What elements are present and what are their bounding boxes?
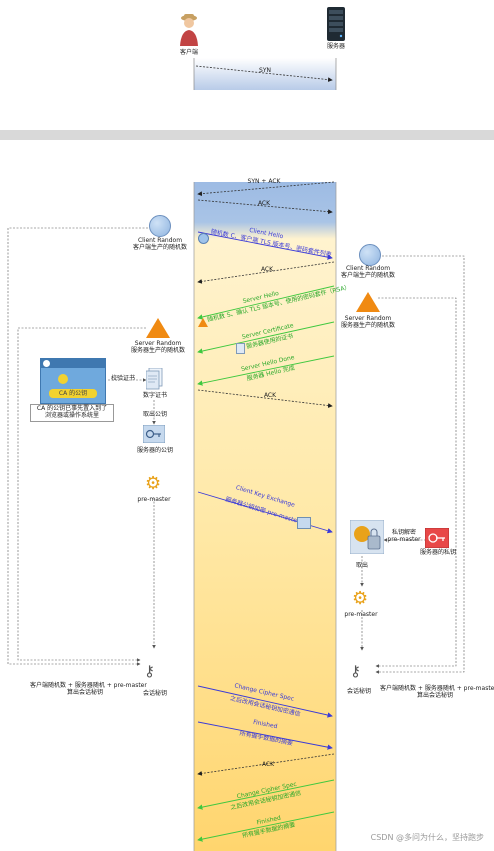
right-client-random-title: Client Random xyxy=(345,265,391,272)
ca-card: CA 的公钥 xyxy=(40,358,106,404)
left-premaster-label: pre-master xyxy=(137,496,171,503)
right-client-random-globe-icon xyxy=(359,244,381,266)
right-client-random-desc: 客户端生产的随机数 xyxy=(340,272,395,279)
left-client-random-title: Client Random xyxy=(137,237,183,244)
right-server-privkey-label: 服务器的私钥 xyxy=(419,549,456,556)
ca-key-icon xyxy=(58,374,68,384)
server-private-key-icon xyxy=(425,528,449,548)
left-session-formula-2: 算出会话秘钥 xyxy=(66,689,103,696)
right-server-random-title: Server Random xyxy=(344,315,392,322)
finished-client-arrow xyxy=(197,721,333,750)
ack4-label: ACK xyxy=(261,761,275,768)
server-hello-done-arrow xyxy=(197,355,335,386)
left-session-keys-icon: ⚷ xyxy=(144,662,155,680)
syn-label: SYN xyxy=(259,67,271,74)
left-premaster-gear-icon: ⚙ xyxy=(145,473,162,494)
ack2-arrow xyxy=(197,261,335,284)
client-random-mini-icon xyxy=(198,233,209,244)
ack3-arrow xyxy=(197,389,333,408)
ca-pubkey-label: CA 的公钥 xyxy=(49,389,97,398)
server-random-triangle-icon xyxy=(146,318,170,338)
syn-ack-arrow xyxy=(197,181,335,197)
left-server-pubkey-label: 服务器的公钥 xyxy=(136,447,173,454)
syn-arrow xyxy=(195,65,333,82)
finished-server-arrow xyxy=(197,811,335,842)
top-column xyxy=(194,58,336,90)
verify-cert-label: 校验证书 xyxy=(110,375,135,382)
ack4-arrow xyxy=(197,753,335,776)
left-server-random-desc: 服务器生产的随机数 xyxy=(130,347,185,354)
client-hello-arrow xyxy=(197,231,333,260)
right-server-random-desc: 服务器生产的随机数 xyxy=(340,322,395,329)
ca-note-line1: CA 的公钥已事先置入到了 xyxy=(36,405,108,412)
server-certificate-arrow xyxy=(197,321,335,354)
client-random-globe-icon xyxy=(149,215,171,237)
change-cipher-spec-client-arrow xyxy=(197,685,333,718)
ack1-arrow xyxy=(197,199,333,215)
left-server-random-title: Server Random xyxy=(134,340,182,347)
left-session-key-label: 会话秘钥 xyxy=(142,690,167,697)
pubkey-mini-icon xyxy=(297,517,311,529)
ca-note-box: CA 的公钥已事先置入到了 浏览器或操作系统里 xyxy=(30,404,114,422)
ack1-label: ACK xyxy=(257,200,271,207)
watermark: CSDN @多问为什么，坚持跑步 xyxy=(370,833,484,842)
left-client-random-desc: 客户端生产的随机数 xyxy=(132,244,187,251)
server-rack-icon xyxy=(327,7,345,41)
server-random-mini-icon xyxy=(198,318,208,327)
client-label: 客户端 xyxy=(179,49,198,56)
left-server-random-link xyxy=(17,327,146,662)
server-hello-arrow xyxy=(197,285,335,320)
change-cipher-spec-server-arrow xyxy=(197,779,335,810)
main-column xyxy=(194,182,336,851)
take-pubkey-label: 取出公钥 xyxy=(142,411,167,418)
server-public-key-icon xyxy=(143,425,165,443)
right-session-formula-2: 算出会话秘钥 xyxy=(416,692,453,699)
ack3-label: ACK xyxy=(263,392,277,399)
right-session-formula-1: 客户端随机数 + 服务器随机 + pre-master xyxy=(380,685,494,692)
right-premaster-label: pre-master xyxy=(344,611,378,618)
left-session-formula-1: 客户端随机数 + 服务器随机 + pre-master xyxy=(30,682,147,689)
right-premaster-gear-icon: ⚙ xyxy=(352,588,369,609)
privkey-decrypt-label2: pre-master xyxy=(387,536,421,543)
digital-certificate-icon xyxy=(146,368,163,390)
syn-ack-label: SYN + ACK xyxy=(247,178,281,185)
server-label: 服务器 xyxy=(326,43,345,50)
certificate-mini-icon xyxy=(236,343,245,354)
section-divider xyxy=(0,130,494,140)
ca-note-line2: 浏览器或操作系统里 xyxy=(44,412,99,419)
digital-cert-label: 数字证书 xyxy=(142,392,167,399)
right-server-random-link xyxy=(375,297,457,668)
privkey-decrypt-label1: 私钥解密 xyxy=(391,529,416,536)
right-session-key-label: 会话秘钥 xyxy=(346,688,371,695)
decrypt-lock-gear-icon xyxy=(350,520,384,554)
right-server-random-triangle-icon xyxy=(356,292,380,312)
ca-back-icon xyxy=(43,360,50,367)
ack2-label: ACK xyxy=(260,266,274,273)
right-session-keys-icon: ⚷ xyxy=(350,662,361,680)
right-takeout-label: 取出 xyxy=(355,562,368,569)
left-client-random-link xyxy=(7,227,148,666)
user-icon xyxy=(180,14,198,46)
